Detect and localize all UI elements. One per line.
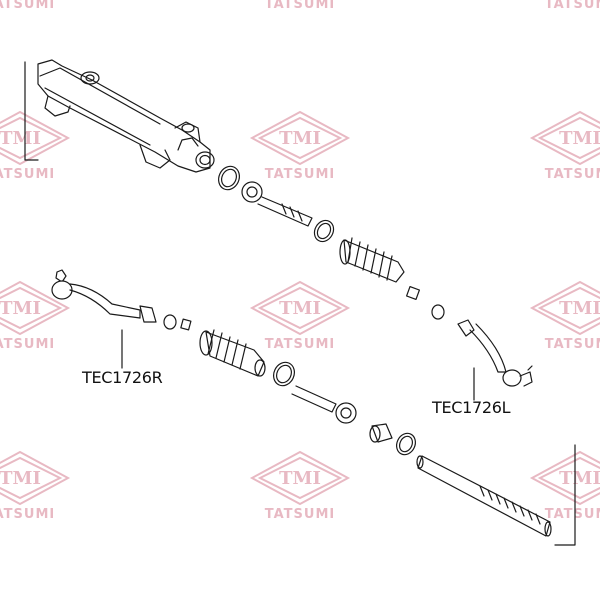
inner-tie-rod-upper xyxy=(241,181,313,227)
svg-text:TMI: TMI xyxy=(279,128,321,149)
svg-text:TMI: TMI xyxy=(0,468,41,489)
right-bracket xyxy=(554,444,576,546)
nut-mid-b xyxy=(180,318,192,331)
part-label-left: TEC1726L xyxy=(432,398,511,417)
watermark-brand-text: TATSUMI xyxy=(265,0,335,12)
part-label-right: TEC1726R xyxy=(82,368,163,387)
watermark-logo: TMI xyxy=(249,450,351,506)
watermark-brand-text: TATSUMI xyxy=(0,337,55,352)
svg-text:TMI: TMI xyxy=(279,298,321,319)
svg-text:TMI: TMI xyxy=(559,468,600,489)
clamp-upper xyxy=(405,285,421,301)
svg-text:TMI: TMI xyxy=(279,468,321,489)
watermark-brand-text: TATSUMI xyxy=(545,507,600,522)
bushing-lower xyxy=(369,423,393,443)
watermark-brand-text: TATSUMI xyxy=(545,167,600,182)
dust-boot-lower xyxy=(199,329,266,377)
ring-mid xyxy=(313,219,335,243)
watermark-brand-text: TATSUMI xyxy=(265,337,335,352)
svg-text:TMI: TMI xyxy=(559,128,600,149)
watermark-logo: TMI xyxy=(249,110,351,166)
nut-mid-a xyxy=(163,314,177,330)
watermark-logo: TMI xyxy=(529,280,600,336)
watermark-brand-text: TATSUMI xyxy=(545,337,600,352)
watermark-logo: TMI xyxy=(529,450,600,506)
watermark-brand-text: TATSUMI xyxy=(0,167,55,182)
watermark-brand-text: TATSUMI xyxy=(265,167,335,182)
svg-text:TMI: TMI xyxy=(0,298,41,319)
watermark-brand-text: TATSUMI xyxy=(0,507,55,522)
rack-bar xyxy=(416,455,552,537)
watermark-brand-text: TATSUMI xyxy=(265,507,335,522)
watermark-logo: TMI xyxy=(0,450,71,506)
ring-lower xyxy=(273,361,295,387)
watermark-logo: TMI xyxy=(529,110,600,166)
watermark-logo: TMI xyxy=(0,110,71,166)
svg-text:TMI: TMI xyxy=(559,298,600,319)
watermark-brand-text: TATSUMI xyxy=(545,0,600,12)
ring-upper xyxy=(218,165,240,191)
steering-rack-housing xyxy=(37,59,215,173)
tie-rod-end-left xyxy=(457,319,533,387)
tie-rod-end-right xyxy=(51,269,157,323)
left-bracket xyxy=(24,61,39,161)
svg-text:TMI: TMI xyxy=(0,128,41,149)
watermark-logo: TMI xyxy=(249,280,351,336)
ring-lowest xyxy=(396,432,416,456)
watermark-brand-text: TATSUMI xyxy=(0,0,55,12)
inner-tie-rod-lower xyxy=(291,385,357,424)
watermark-logo: TMI xyxy=(0,280,71,336)
dust-boot-upper xyxy=(339,237,405,283)
